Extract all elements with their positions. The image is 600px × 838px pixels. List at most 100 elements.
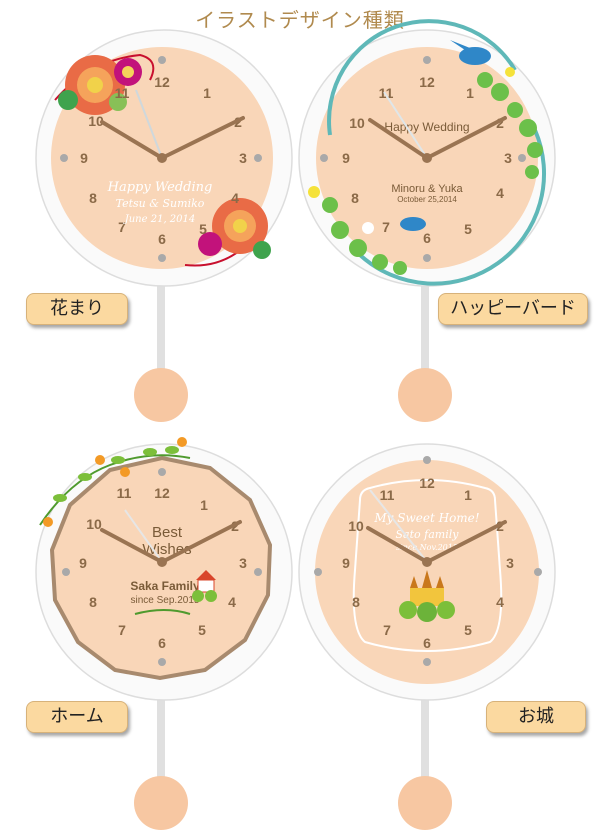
minute-hand	[425, 520, 507, 564]
label-home: ホーム	[26, 701, 128, 733]
svg-text:5: 5	[464, 622, 472, 638]
second-hand	[124, 509, 163, 563]
minute-hand	[425, 116, 507, 160]
pendulum-rod	[157, 245, 165, 385]
clock-dots	[60, 56, 262, 262]
svg-text:4: 4	[496, 185, 504, 201]
svg-text:3: 3	[239, 555, 247, 571]
design-text-3: October 25,2014	[397, 195, 457, 204]
svg-text:6: 6	[158, 635, 166, 651]
svg-text:12: 12	[419, 74, 435, 90]
svg-text:8: 8	[352, 594, 360, 610]
clock-face	[49, 455, 273, 681]
svg-text:11: 11	[115, 85, 130, 101]
svg-text:9: 9	[342, 150, 350, 166]
svg-text:3: 3	[239, 150, 247, 166]
clock-happybird: 12 1 2 3 4 5 6 7 8 9 10 11 Happy Wedding…	[298, 19, 556, 422]
minute-hand	[160, 116, 245, 160]
label-happybird: ハッピーバード	[438, 293, 588, 325]
svg-text:6: 6	[423, 230, 431, 246]
pendulum-rod	[421, 245, 429, 385]
hour-hand	[100, 120, 164, 160]
svg-text:11: 11	[380, 487, 395, 503]
pendulum-rod	[157, 675, 165, 785]
svg-text:11: 11	[379, 85, 394, 101]
page-title: イラストデザイン種類	[195, 8, 405, 32]
hand-hub	[422, 557, 432, 567]
svg-text:7: 7	[118, 622, 126, 638]
svg-text:12: 12	[419, 475, 435, 491]
pendulum-bob	[398, 368, 452, 422]
design-text-1: Happy Wedding	[107, 180, 213, 195]
svg-text:4: 4	[496, 594, 504, 610]
svg-text:4: 4	[228, 594, 236, 610]
vine-leaves	[43, 437, 187, 527]
bird-icon	[400, 40, 491, 231]
design-text-2: Minoru & Yuka	[391, 183, 463, 195]
svg-text:5: 5	[198, 622, 206, 638]
design-text-3: since Nov.2015	[396, 543, 458, 552]
clock-dots	[320, 56, 526, 262]
svg-text:12: 12	[154, 74, 170, 90]
minute-hand	[160, 520, 242, 564]
teal-ring	[327, 19, 547, 286]
label-hanamari: 花まり	[26, 293, 128, 325]
clock-hanamari: 12 1 2 3 4 5 6 7 8 9 10 11 Happy Wedding…	[35, 29, 293, 422]
svg-text:9: 9	[80, 150, 88, 166]
second-hand	[369, 489, 428, 563]
svg-text:1: 1	[203, 85, 211, 101]
clock-castle: 12 1 2 3 4 5 6 7 8 9 10 11 My Sweet Home…	[298, 443, 556, 830]
clover-decoration	[308, 67, 543, 275]
design-text-1: Happy Wedding	[384, 120, 469, 134]
castle-icon	[399, 570, 455, 622]
label-castle: お城	[486, 701, 586, 733]
hour-hand	[366, 526, 429, 564]
hand-hub	[422, 153, 432, 163]
hour-hand	[368, 118, 429, 160]
svg-text:6: 6	[423, 635, 431, 651]
svg-text:10: 10	[349, 115, 365, 131]
svg-text:8: 8	[89, 594, 97, 610]
hour-hand	[100, 528, 164, 564]
svg-text:12: 12	[154, 485, 170, 501]
second-hand	[383, 91, 428, 159]
svg-text:1: 1	[200, 497, 208, 513]
design-text-1: Best	[152, 524, 183, 541]
clock-home: 12 1 2 3 4 5 6 7 8 9 10 11 Best Wishes S…	[35, 437, 293, 830]
clock-dots	[62, 468, 262, 666]
clock-dots	[314, 456, 542, 666]
design-text-4: since Sep.2015	[131, 595, 200, 606]
svg-text:3: 3	[504, 150, 512, 166]
svg-text:9: 9	[79, 555, 87, 571]
second-hand	[135, 89, 163, 159]
svg-text:1: 1	[466, 85, 474, 101]
hand-hub	[157, 153, 167, 163]
pendulum-bob	[398, 776, 452, 830]
svg-text:8: 8	[351, 190, 359, 206]
design-text-3: Saka Family	[130, 579, 200, 593]
vine-small	[134, 609, 191, 615]
svg-text:2: 2	[496, 115, 504, 131]
svg-text:4: 4	[231, 190, 239, 206]
pendulum-rod	[421, 675, 429, 785]
ornamental-frame	[352, 479, 503, 652]
svg-text:9: 9	[342, 555, 350, 571]
pendulum-bob	[134, 368, 188, 422]
svg-text:10: 10	[88, 113, 104, 129]
svg-text:6: 6	[158, 231, 166, 247]
design-text-2: Sato family	[396, 528, 460, 541]
svg-text:7: 7	[118, 219, 126, 235]
svg-text:7: 7	[383, 622, 391, 638]
house-icon	[192, 570, 217, 602]
flower-decoration-top	[54, 53, 155, 115]
svg-text:10: 10	[86, 516, 102, 532]
design-text-2: Tetsu & Sumiko	[116, 197, 205, 210]
svg-text:7: 7	[382, 219, 390, 235]
svg-text:1: 1	[464, 487, 472, 503]
svg-text:3: 3	[506, 555, 514, 571]
svg-text:11: 11	[117, 485, 132, 501]
hand-hub	[157, 557, 167, 567]
svg-text:8: 8	[89, 190, 97, 206]
svg-text:5: 5	[464, 221, 472, 237]
flower-decoration-bottom	[184, 198, 271, 267]
